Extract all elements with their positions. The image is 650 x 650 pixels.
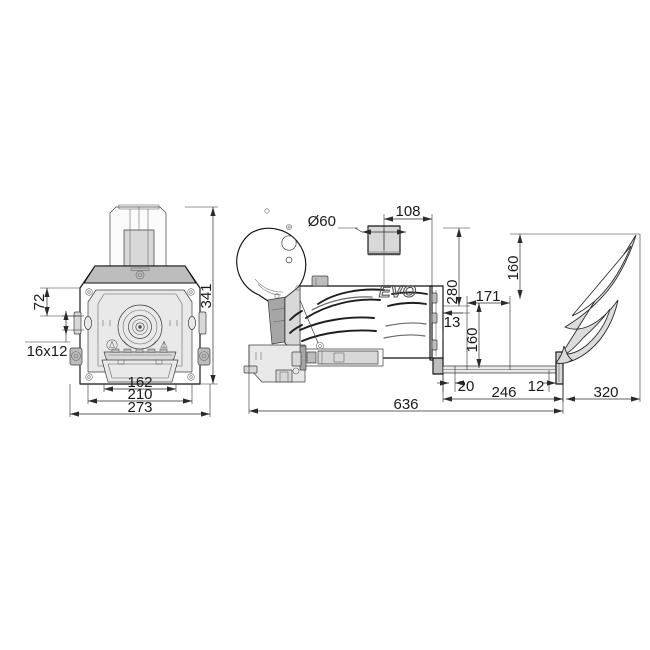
dim-length-171: 171 <box>475 288 500 305</box>
side-base-bracket <box>243 344 384 383</box>
evo-logo: EVO <box>379 282 416 301</box>
dim-offset-12: 12 <box>528 378 545 395</box>
front-view: 341 72 16x12 162 210 <box>25 204 218 417</box>
front-dimensions: 341 72 16x12 162 210 <box>25 206 218 417</box>
dim-length-320: 320 <box>593 384 618 401</box>
dim-flue-diameter: Ø60 <box>308 213 336 230</box>
dim-front-width-mid: 210 <box>127 386 152 403</box>
dim-height-13: 13 <box>444 314 461 331</box>
dim-flue-offset: 108 <box>395 203 420 220</box>
front-bolts <box>85 288 195 381</box>
dim-front-slot: 16x12 <box>27 343 68 360</box>
dim-front-width-overall: 273 <box>127 399 152 416</box>
dim-height-160-lower: 160 <box>464 327 481 352</box>
front-hub <box>117 304 163 350</box>
front-housing <box>69 265 211 385</box>
dim-length-636: 636 <box>393 396 418 413</box>
dim-offset-20: 20 <box>458 378 475 395</box>
side-dimensions: Ø60 108 280 13 171 160 160 20 <box>248 203 641 414</box>
side-body: EVO <box>284 225 444 361</box>
dim-front-height: 341 <box>198 283 215 308</box>
flame-view <box>555 234 637 364</box>
dim-height-280: 280 <box>444 279 461 304</box>
front-motor-stack <box>109 204 167 273</box>
dim-height-160-upper: 160 <box>505 255 522 280</box>
dim-front-offset-top: 72 <box>31 294 48 311</box>
dim-front-width-inner: 162 <box>127 374 152 391</box>
dim-length-246: 246 <box>491 384 516 401</box>
